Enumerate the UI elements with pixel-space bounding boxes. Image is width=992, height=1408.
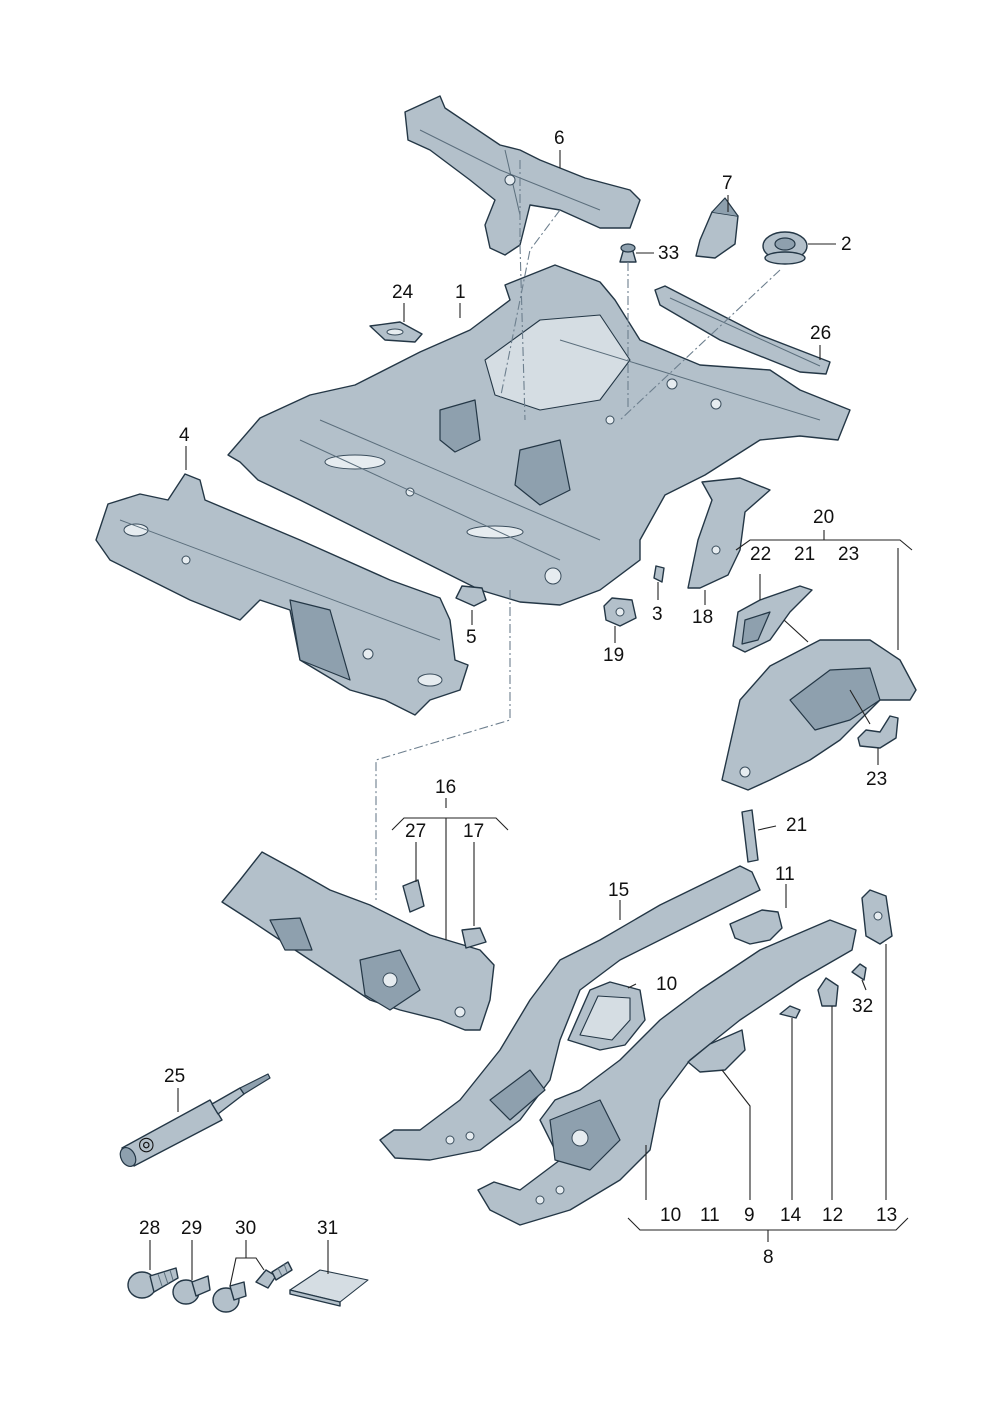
part-rear-cross-panel-4[interactable] [95, 473, 469, 716]
label-5: 5 [466, 627, 477, 648]
part-longitudinal-assembly-8[interactable] [477, 919, 857, 1226]
label-32: 32 [852, 996, 873, 1017]
label-31: 31 [317, 1218, 338, 1239]
part-reinforcement-10[interactable] [567, 981, 646, 1051]
part-rivet-29[interactable] [172, 1275, 211, 1305]
label-21a: 21 [794, 544, 815, 565]
part-bolt-28[interactable] [127, 1267, 179, 1299]
leader-lines [149, 150, 913, 1287]
part-strip-21[interactable] [741, 809, 759, 863]
part-wheelhouse-20[interactable] [721, 639, 917, 791]
part-bracket-23[interactable] [857, 715, 899, 749]
callout-labels: 6 7 2 33 26 24 1 4 5 3 19 18 20 22 21 23… [139, 128, 897, 1268]
part-bracket-12[interactable] [817, 977, 839, 1007]
label-24: 24 [392, 282, 414, 303]
part-bracket-11[interactable] [729, 909, 783, 945]
label-11b: 11 [700, 1205, 720, 1226]
svg-text:◎: ◎ [138, 1134, 155, 1155]
part-nut-30[interactable] [212, 1281, 247, 1313]
part-bracket-19[interactable] [603, 597, 637, 627]
label-9: 9 [744, 1205, 755, 1226]
part-sound-pad-31[interactable] [289, 1269, 369, 1307]
label-20: 20 [813, 507, 834, 528]
label-10: 10 [656, 974, 677, 995]
label-21: 21 [786, 815, 807, 836]
label-1: 1 [455, 282, 466, 303]
label-10b: 10 [660, 1205, 681, 1226]
label-7: 7 [722, 173, 733, 194]
label-8: 8 [763, 1247, 774, 1268]
label-4: 4 [179, 425, 190, 446]
label-6: 6 [554, 128, 565, 149]
label-23a: 23 [838, 544, 859, 565]
label-26: 26 [810, 323, 831, 344]
part-clip-3[interactable] [653, 565, 665, 583]
part-bracket-7[interactable] [695, 197, 739, 259]
label-11: 11 [775, 864, 795, 885]
label-17: 17 [463, 821, 484, 842]
label-22: 22 [750, 544, 771, 565]
part-plate-27[interactable] [402, 879, 425, 913]
label-19: 19 [603, 645, 624, 666]
label-33: 33 [658, 243, 679, 264]
label-18: 18 [692, 607, 713, 628]
part-clip-33[interactable] [619, 243, 637, 263]
label-29: 29 [181, 1218, 202, 1239]
part-sealant-cartridge-25[interactable]: ◎ [117, 1073, 271, 1169]
label-12: 12 [822, 1205, 843, 1226]
part-bracket-9[interactable] [687, 1029, 746, 1073]
part-clip-32[interactable] [851, 963, 867, 981]
label-15: 15 [608, 880, 629, 901]
label-25: 25 [164, 1066, 185, 1087]
part-pillar-18[interactable] [687, 477, 771, 589]
label-2: 2 [841, 234, 852, 255]
part-spare-wheel-bracket-2[interactable] [762, 231, 808, 265]
label-23: 23 [866, 769, 887, 790]
part-bracket-17[interactable] [461, 927, 487, 949]
label-13: 13 [876, 1205, 897, 1226]
part-reinforcement-22[interactable] [732, 585, 813, 653]
label-30: 30 [235, 1218, 256, 1239]
label-14: 14 [780, 1205, 802, 1226]
dashed-reference-lines [375, 160, 781, 900]
part-bracket-5[interactable] [455, 585, 487, 607]
part-cross-member-6[interactable] [404, 95, 641, 256]
part-screw-30[interactable] [255, 1261, 293, 1289]
label-3: 3 [652, 604, 663, 625]
part-rear-panel-16[interactable] [221, 851, 495, 1031]
part-floor-pan-1[interactable] [227, 264, 851, 606]
part-clip-14[interactable] [779, 1005, 801, 1019]
label-27: 27 [405, 821, 426, 842]
label-16: 16 [435, 777, 456, 798]
part-longitudinal-15[interactable] [379, 865, 761, 1161]
part-strip-26[interactable] [654, 285, 831, 375]
label-28: 28 [139, 1218, 160, 1239]
part-pad-24[interactable] [369, 321, 423, 343]
part-plate-13[interactable] [861, 889, 893, 945]
